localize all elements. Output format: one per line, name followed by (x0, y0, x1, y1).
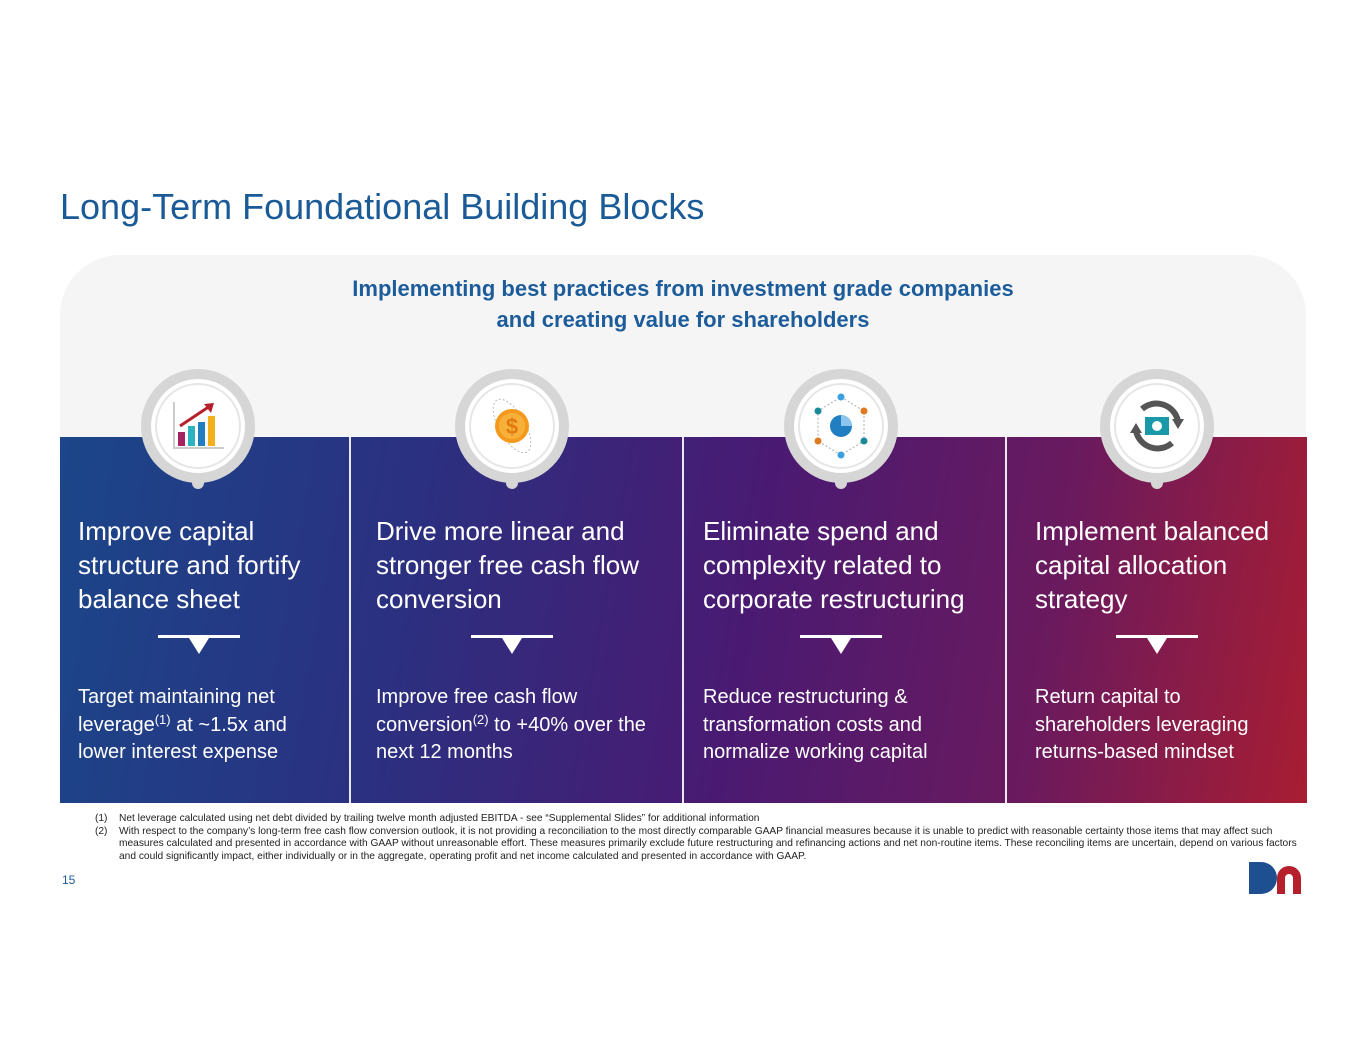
subtitle-line-2: and creating value for shareholders (496, 307, 870, 332)
column-4-body: Return capital to shareholders leveragin… (1035, 686, 1249, 763)
svg-text:$: $ (506, 414, 518, 439)
footnote-2: (2)With respect to the company’s long-te… (95, 825, 1297, 862)
header-backdrop (60, 255, 1306, 455)
column-2-body: Improve free cash flow conversion(2) to … (376, 686, 646, 763)
page-title: Long-Term Foundational Building Blocks (60, 186, 705, 227)
cash-cycle-icon (1100, 369, 1214, 489)
column-divider (682, 437, 684, 803)
column-2-heading: Drive more linear and stronger free cash… (376, 516, 640, 614)
subtitle: Implementing best practices from investm… (60, 273, 1306, 335)
down-arrow-divider (158, 635, 240, 654)
column-divider (1005, 437, 1007, 803)
column-4-heading: Implement balanced capital allocation st… (1035, 516, 1270, 614)
footnote-1: (1)Net leverage calculated using net deb… (95, 813, 760, 824)
column-1-body: Target maintaining net leverage(1) at ~1… (78, 686, 287, 763)
dollar-coin-icon: $ (455, 369, 569, 489)
down-arrow-divider (800, 635, 882, 654)
down-arrow-divider (471, 635, 553, 654)
column-1-heading: Improve capital structure and fortify ba… (78, 516, 301, 614)
growth-chart-icon (141, 369, 255, 489)
network-pie-icon (784, 369, 898, 489)
footnotes: (1)Net leverage calculated using net deb… (95, 813, 1310, 863)
page-number: 15 (62, 873, 76, 887)
down-arrow-divider (1116, 635, 1198, 654)
column-3-body: Reduce restructuring & transformation co… (703, 686, 928, 763)
subtitle-line-1: Implementing best practices from investm… (352, 276, 1014, 301)
column-divider (349, 437, 351, 803)
column-3-heading: Eliminate spend and complexity related t… (703, 516, 965, 614)
company-logo (1247, 860, 1307, 901)
